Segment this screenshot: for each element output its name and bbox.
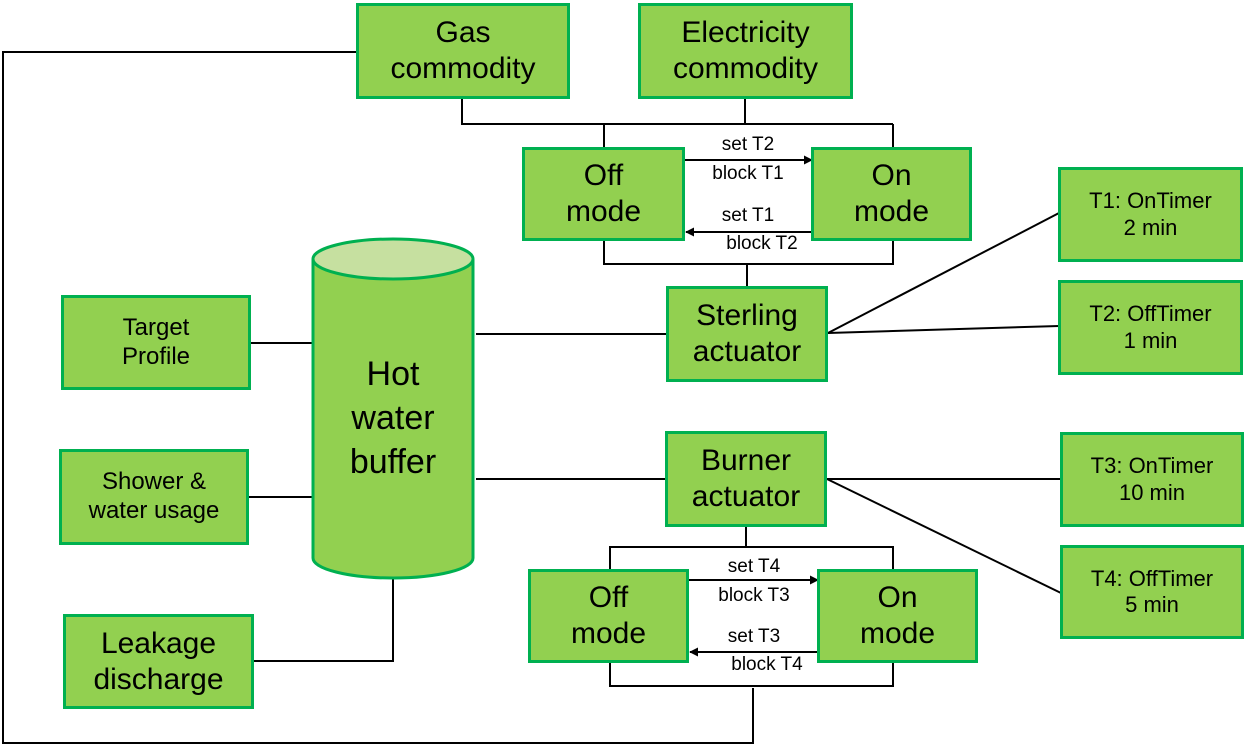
burner-actuator-node: Burner actuator [665, 431, 827, 527]
leakage-discharge-node: Leakage discharge [63, 614, 254, 709]
sterling-off-mode-node: Off mode [522, 147, 685, 241]
gas-feedback-line [2, 51, 754, 744]
leakage-to-buffer-line [253, 578, 394, 662]
sterling-bracket-bottom [603, 240, 894, 265]
t2-off-timer-node: T2: OffTimer 1 min [1058, 280, 1243, 375]
t1-on-timer-node: T1: OnTimer 2 min [1058, 167, 1243, 262]
burner-bracket-top [609, 546, 894, 570]
t3-on-timer-node: T3: OnTimer 10 min [1060, 432, 1244, 527]
sterling-actuator-node: Sterling actuator [666, 286, 828, 382]
burner-on-mode-node: On mode [817, 569, 978, 663]
commodity-bus-line [461, 98, 893, 125]
sterling-to-t1-line [827, 212, 1060, 334]
sterling-off-to-on-label-set: set T2 [721, 134, 775, 155]
burner-off-mode-node: Off mode [528, 569, 689, 663]
burner-off-to-on-label-block: block T3 [718, 585, 790, 606]
sterling-on-mode-node: On mode [811, 147, 972, 241]
electricity-commodity-node: Electricity commodity [638, 3, 853, 99]
hot-water-buffer-shape [311, 237, 475, 580]
burner-on-to-off-label-set: set T3 [727, 626, 781, 647]
burner-off-to-on-label-set: set T4 [727, 556, 781, 577]
sterling-to-t2-line [827, 325, 1060, 334]
t4-off-timer-node: T4: OffTimer 5 min [1060, 545, 1244, 639]
shower-water-usage-node: Shower & water usage [59, 449, 249, 545]
burner-on-to-off-label-block: block T4 [731, 654, 803, 675]
burner-bracket-bottom [609, 662, 894, 687]
sterling-off-to-on-label-block: block T1 [712, 163, 784, 184]
sterling-on-to-off-label-set: set T1 [721, 205, 775, 226]
target-profile-node: Target Profile [61, 295, 251, 390]
sterling-on-to-off-label-block: block T2 [726, 233, 798, 254]
gas-commodity-node: Gas commodity [356, 3, 570, 99]
burner-to-t4-line [826, 478, 1062, 594]
hot-water-buffer-label: Hot water buffer [349, 355, 437, 482]
